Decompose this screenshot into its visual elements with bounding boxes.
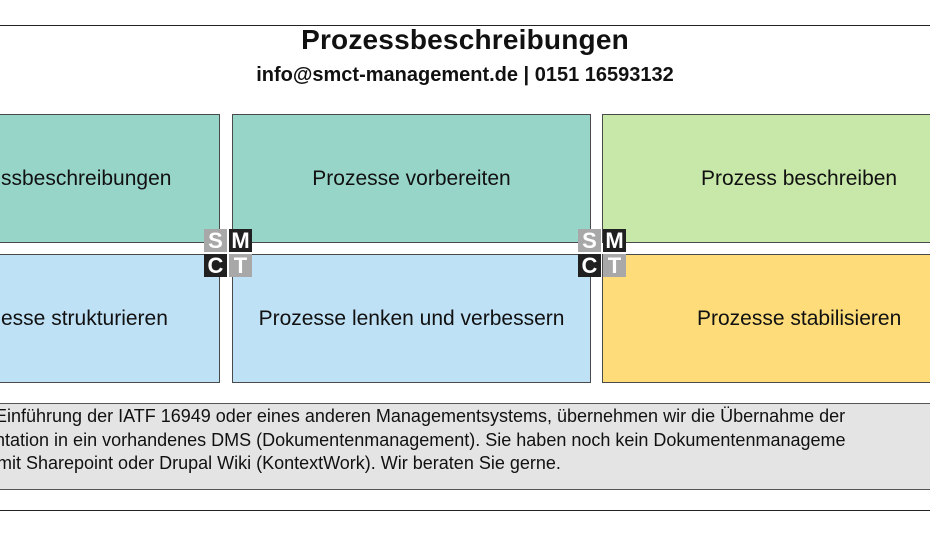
page-title: Prozessbeschreibungen: [301, 24, 629, 55]
box-prozesse-lenken: Prozesse lenken und verbessern: [232, 254, 591, 383]
description-line-2: ntation in ein vorhandenes DMS (Dokument…: [0, 429, 846, 450]
logo-letter-t: T: [603, 254, 626, 277]
box-label: Prozess beschreiben: [701, 166, 898, 190]
top-divider: [0, 25, 930, 26]
box-prozesse-stabilisieren: Prozesse stabilisieren: [602, 254, 930, 383]
logo-letter-c: C: [204, 254, 227, 277]
description-line-1: Einführung der IATF 16949 oder eines and…: [0, 406, 846, 426]
smct-logo-right: S M C T: [578, 229, 626, 277]
description-box: Einführung der IATF 16949 oder eines and…: [0, 403, 930, 490]
box-prozess-beschreiben: Prozess beschreiben: [602, 114, 930, 243]
description-line-3: mit Sharepoint oder Drupal Wiki (Kontext…: [0, 453, 561, 473]
box-label: Prozesse stabilisieren: [697, 306, 902, 330]
logo-letter-t: T: [229, 254, 252, 277]
box-label: Prozesse vorbereiten: [312, 166, 511, 190]
box-prozessbeschreibungen: ssbeschreibungen: [0, 114, 220, 243]
bottom-divider: [0, 510, 930, 511]
box-prozesse-vorbereiten: Prozesse vorbereiten: [232, 114, 591, 243]
box-label: esse strukturieren: [1, 306, 168, 330]
logo-letter-s: S: [204, 229, 227, 252]
contact-line: info@smct-management.de | 0151 16593132: [256, 64, 674, 86]
logo-letter-m: M: [603, 229, 626, 252]
logo-letter-c: C: [578, 254, 601, 277]
logo-letter-s: S: [578, 229, 601, 252]
box-label: ssbeschreibungen: [1, 166, 172, 190]
box-prozesse-strukturieren: esse strukturieren: [0, 254, 220, 383]
logo-letter-m: M: [229, 229, 252, 252]
box-label: Prozesse lenken und verbessern: [258, 306, 565, 330]
smct-logo-left: S M C T: [204, 229, 252, 277]
